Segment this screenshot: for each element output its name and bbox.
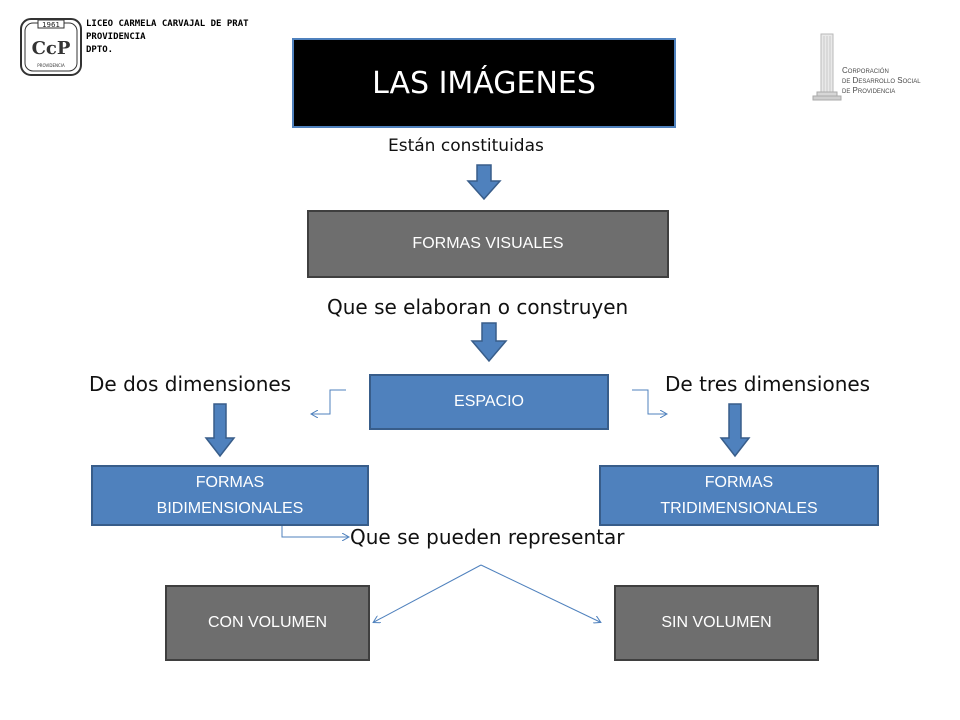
node-tridim-line-2: TRIDIMENSIONALES [660,499,818,517]
school-name: LICEO CARMELA CARVAJAL DE PRAT PROVIDENC… [86,18,249,57]
label-constituidas: Están constituidas [388,136,544,156]
corporation-name: Corporación de Desarrollo Social de Prov… [842,66,921,96]
node-sin-volumen-label: SIN VOLUMEN [661,614,772,631]
corporation-column-logo [812,33,842,101]
node-con-volumen-label: CON VOLUMEN [207,614,328,631]
node-bidim-line-1: FORMAS [195,473,265,491]
node-formas-bidimensionales: FORMAS BIDIMENSIONALES [91,465,369,526]
node-formas-tridimensionales: FORMAS TRIDIMENSIONALES [599,465,879,526]
label-elaboran: Que se elaboran o construyen [327,295,629,319]
school-line-2: PROVIDENCIA [86,32,146,42]
svg-text:1961: 1961 [42,21,60,29]
label-dos-dimensiones: De dos dimensiones [89,372,292,396]
node-con-volumen: CON VOLUMEN [165,585,370,661]
node-bidim-line-2: BIDIMENSIONALES [156,499,304,517]
connector-to-sin-volumen [480,564,600,622]
node-sin-volumen: SIN VOLUMEN [614,585,819,661]
title-box: LAS IMÁGENES [292,38,676,128]
label-representar: Que se pueden representar [350,525,625,549]
down-arrow-left [204,403,236,458]
node-espacio: ESPACIO [369,374,609,430]
connector-espacio-left [312,389,346,414]
label-tres-dimensiones: De tres dimensiones [665,372,871,396]
connector-to-con-volumen [374,564,482,622]
school-seal-logo: 1961 CcP PROVIDENCIA [20,18,82,76]
down-arrow-2 [470,322,508,363]
corporation-line-1: Corporación [842,66,889,75]
page-title: LAS IMÁGENES [372,65,596,101]
school-line-3: DPTO. [86,45,114,55]
node-espacio-label: ESPACIO [454,393,524,410]
connector-bidim-representar [281,526,348,537]
node-formas-visuales-label: FORMAS VISUALES [412,235,564,252]
node-tridim-line-1: FORMAS [704,473,774,491]
school-line-1: LICEO CARMELA CARVAJAL DE PRAT [86,19,249,29]
down-arrow-1 [466,164,502,201]
corporation-line-2: de Desarrollo Social [842,76,921,85]
node-formas-visuales: FORMAS VISUALES [307,210,669,278]
svg-text:PROVIDENCIA: PROVIDENCIA [37,63,65,68]
down-arrow-right [719,403,751,458]
svg-text:CcP: CcP [32,38,71,59]
connector-espacio-right [632,389,666,414]
corporation-line-3: de Providencia [842,86,896,95]
